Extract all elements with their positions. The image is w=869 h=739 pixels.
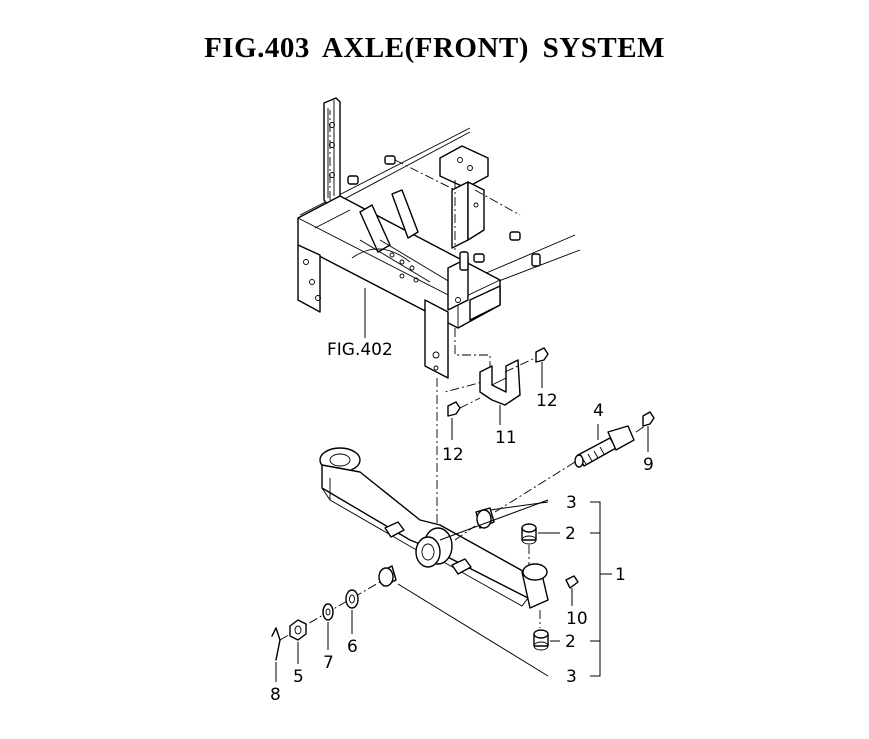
center-pin-part-4 — [574, 424, 635, 468]
callout-5: 5 — [293, 667, 304, 687]
nut-part-5 — [289, 619, 307, 664]
bushing-part-3-lower — [378, 565, 549, 677]
callout-11: 11 — [495, 428, 517, 448]
front-axle-beam-part-1 — [319, 447, 549, 609]
grease-fitting-part-10 — [565, 575, 579, 606]
callout-3-lower: 3 — [566, 667, 577, 687]
callout-4: 4 — [593, 401, 604, 421]
bolt-part-12-lower — [447, 397, 481, 440]
washer-part-6 — [345, 589, 359, 634]
callout-6: 6 — [347, 637, 358, 657]
center-bracket-part-11 — [479, 359, 521, 425]
callout-9: 9 — [643, 455, 654, 475]
callout-12-lower: 12 — [442, 445, 464, 465]
washer-part-7 — [322, 603, 334, 650]
callout-3-upper: 3 — [566, 493, 577, 513]
callout-2-upper: 2 — [565, 524, 576, 544]
assembly-bracket-part-1 — [590, 501, 612, 677]
bushing-part-2-upper — [521, 523, 560, 565]
front-frame-assembly — [297, 97, 581, 379]
fig-402-reference: FIG.402 — [327, 340, 393, 360]
callout-1: 1 — [615, 565, 626, 585]
pivot-alignment-lines — [436, 328, 491, 545]
bolt-part-9 — [635, 411, 655, 452]
cotter-pin-part-8 — [271, 627, 281, 682]
callout-2-lower: 2 — [565, 632, 576, 652]
bushing-part-2-lower — [533, 610, 560, 651]
callout-8: 8 — [270, 685, 281, 705]
callout-10: 10 — [566, 609, 588, 629]
bolt-part-12-upper — [504, 347, 549, 388]
callout-7: 7 — [323, 653, 334, 673]
callout-12-upper: 12 — [536, 391, 558, 411]
figure-title: FIG.403 AXLE(FRONT) SYSTEM — [204, 32, 665, 64]
bushing-part-3-upper — [475, 501, 549, 529]
